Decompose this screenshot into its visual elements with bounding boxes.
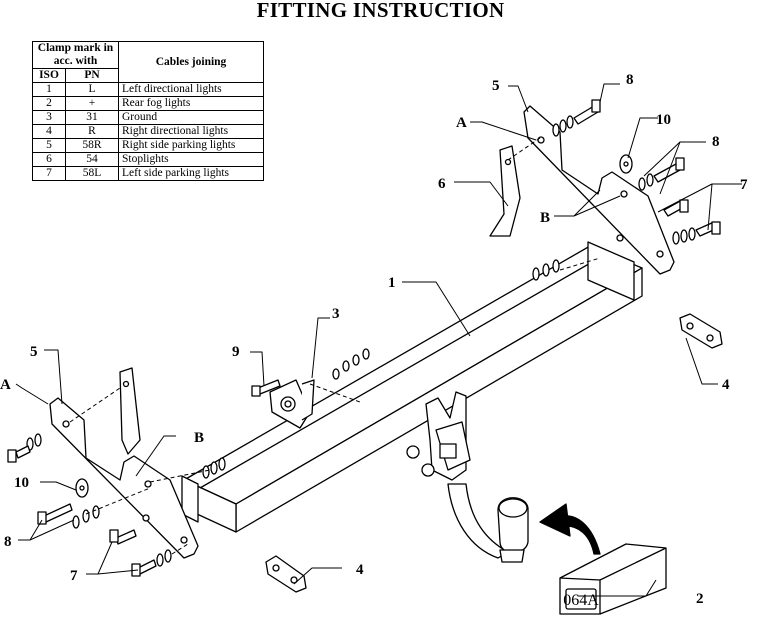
- label-bolt-short-right: 8: [712, 134, 720, 150]
- label-point-a-right: A: [456, 115, 467, 131]
- label-bolt-long-left: 7: [70, 568, 78, 584]
- left-side-bracket: [49, 397, 199, 559]
- table-row: 5 58R Right side parking lights: [32, 138, 264, 153]
- hitch-mount: [406, 391, 471, 481]
- page-title: FITTING INSTRUCTION: [256, 0, 505, 22]
- label-product-box: 2: [696, 591, 704, 607]
- pn-cell: 58R: [65, 138, 119, 153]
- label-crossbar: 1: [388, 275, 396, 291]
- label-side-bracket-right: 5: [492, 78, 500, 94]
- table-row: 4 R Right directional lights: [32, 124, 264, 139]
- label-point-b-left: B: [194, 430, 204, 446]
- table-row: 3 31 Ground: [32, 110, 264, 125]
- spacer-left: [265, 555, 307, 593]
- clamp-mark-header: Clamp mark in acc. with: [32, 41, 119, 69]
- right-fasteners: [532, 99, 721, 281]
- label-screw: 9: [232, 344, 240, 360]
- socket-fasteners: [251, 348, 370, 397]
- pn-header: PN: [65, 68, 119, 83]
- label-angle-bracket: 6: [438, 176, 446, 192]
- spacer-right: [679, 313, 723, 349]
- box-code: 064A: [563, 592, 599, 609]
- label-point-b-right: B: [540, 210, 550, 226]
- leader-lines: [15, 83, 742, 597]
- cable-table: Clamp mark in acc. with Cables joining I…: [32, 41, 264, 181]
- left-angle-bracket: [119, 367, 141, 455]
- label-bolt-short-top: 8: [626, 72, 634, 88]
- label-spacer-left: 4: [356, 562, 364, 578]
- label-side-bracket-left: 5: [30, 344, 38, 360]
- label-bolt-long-right: 7: [740, 177, 748, 193]
- socket-plate: [269, 379, 315, 429]
- curved-arrow: [539, 503, 601, 555]
- angle-bracket: [489, 145, 521, 237]
- left-fasteners: [7, 433, 226, 577]
- table-row: 7 58L Left side parking lights: [32, 166, 264, 181]
- label-point-a-left: A: [0, 377, 11, 393]
- tow-ball: [447, 483, 529, 563]
- alignment-lines: [69, 137, 601, 555]
- table-row: 2 + Rear fog lights: [32, 96, 264, 111]
- label-spacer-right: 4: [722, 377, 730, 393]
- cable-desc-cell: Left side parking lights: [118, 166, 264, 181]
- crossbar: [181, 241, 643, 533]
- label-bolt-short-left: 8: [4, 534, 12, 550]
- label-washer-left: 10: [14, 475, 29, 491]
- box-code-plate: [565, 588, 597, 610]
- cable-desc-cell: Right side parking lights: [118, 138, 264, 153]
- label-socket-plate: 3: [332, 306, 340, 322]
- label-washer-right: 10: [656, 112, 671, 128]
